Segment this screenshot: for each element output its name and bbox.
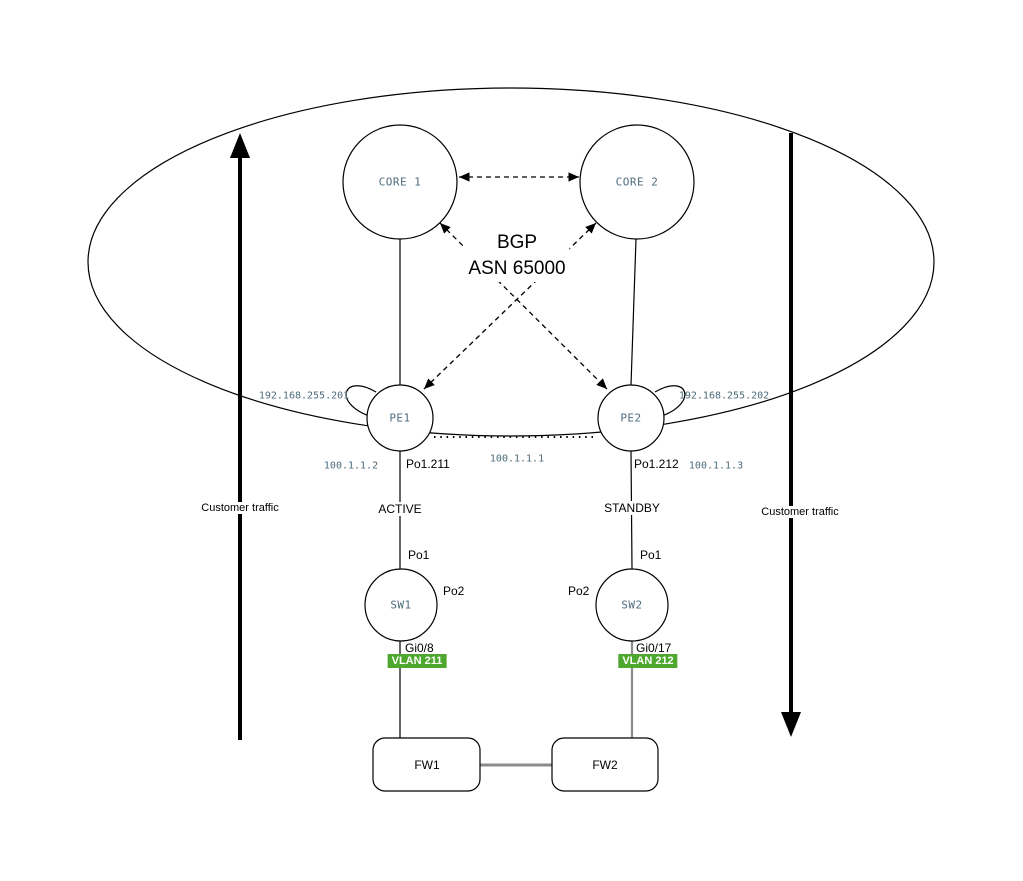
sw1-downlink-port-label: Gi0/8 xyxy=(405,641,434,655)
customer-traffic-down-arrow xyxy=(781,133,801,737)
vlan-212-badge: VLAN 212 xyxy=(618,654,678,668)
fw1-node xyxy=(372,737,481,792)
pe1-role-label: ACTIVE xyxy=(375,502,425,516)
pe2-interface-ip: 100.1.1.3 xyxy=(688,460,744,472)
fw2-node xyxy=(551,737,659,792)
core2-label: CORE 2 xyxy=(615,175,659,189)
bgp-title-line1: BGP xyxy=(496,232,538,253)
sw2-peer-port-label: Po2 xyxy=(568,584,590,598)
sw2-node xyxy=(595,568,669,642)
sw1-node xyxy=(364,568,438,642)
pe2-node xyxy=(597,384,665,452)
pe2-label: PE2 xyxy=(620,411,642,425)
sw1-label: SW1 xyxy=(390,598,412,612)
fw1-label: FW1 xyxy=(414,758,440,772)
pe1-label: PE1 xyxy=(389,411,411,425)
fw2-label: FW2 xyxy=(592,758,618,772)
pe1-interface-ip: 100.1.1.2 xyxy=(323,460,379,472)
pe-interlink-ip: 100.1.1.1 xyxy=(489,453,545,465)
sw1-peer-port-label: Po2 xyxy=(443,584,465,598)
pe1-subinterface-label: Po1.211 xyxy=(406,457,450,471)
pe1-node xyxy=(366,384,434,452)
pe1-loopback-loop xyxy=(345,385,377,417)
vlan-211-badge: VLAN 211 xyxy=(387,654,447,668)
customer-traffic-up-arrow xyxy=(230,133,250,740)
pe1-loopback-ip: 192.168.255.201 xyxy=(258,390,350,402)
pe2-subinterface-label: Po1.212 xyxy=(634,457,679,471)
customer-traffic-label-right: Customer traffic xyxy=(758,506,842,518)
core2-node xyxy=(579,124,695,240)
bgp-asn-title: BGP ASN 65000 xyxy=(464,230,570,282)
pe2-loopback-loop xyxy=(654,385,686,417)
sw2-label: SW2 xyxy=(621,598,643,612)
pe2-role-label: STANDBY xyxy=(601,501,663,515)
sw2-downlink-port-label: Gi0/17 xyxy=(636,641,672,655)
pe2-loopback-ip: 192.168.255.202 xyxy=(678,390,770,402)
customer-traffic-label-left: Customer traffic xyxy=(198,502,282,514)
bgp-title-line2: ASN 65000 xyxy=(468,258,566,279)
core1-node xyxy=(342,124,458,240)
sw1-uplink-port-label: Po1 xyxy=(408,548,430,562)
link-core2-pe2 xyxy=(630,238,637,386)
core1-label: CORE 1 xyxy=(378,175,422,189)
sw2-uplink-port-label: Po1 xyxy=(640,548,662,562)
